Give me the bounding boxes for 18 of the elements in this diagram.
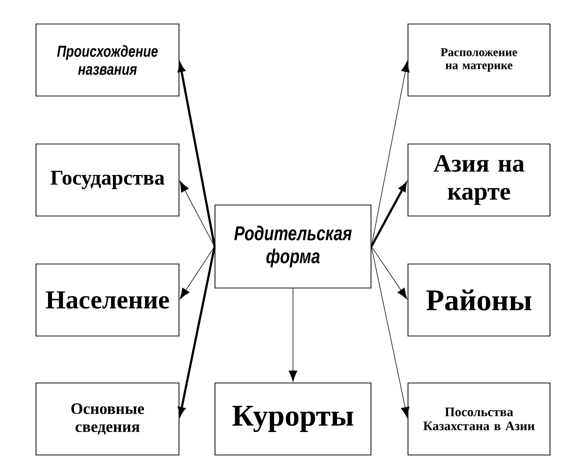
box: Происхождение названия <box>36 24 180 96</box>
arrow <box>371 246 408 300</box>
box: Расположение на материке <box>408 24 550 96</box>
box: Азия на карте <box>408 144 550 216</box>
arrow <box>180 180 215 247</box>
arrow <box>178 63 216 247</box>
arrow <box>288 288 298 382</box>
box: Районы <box>408 264 550 336</box>
arrow <box>180 246 215 300</box>
box: Население <box>36 264 180 336</box>
box: Курорты <box>214 382 372 456</box>
arrow <box>370 182 407 248</box>
box: Посольства Казахстана в Азии <box>408 382 550 456</box>
arrow <box>178 246 216 416</box>
box: Государства <box>36 144 180 216</box>
arrow <box>371 246 410 418</box>
box: Основные сведения <box>36 382 180 456</box>
box: Родительская форма <box>214 204 372 288</box>
